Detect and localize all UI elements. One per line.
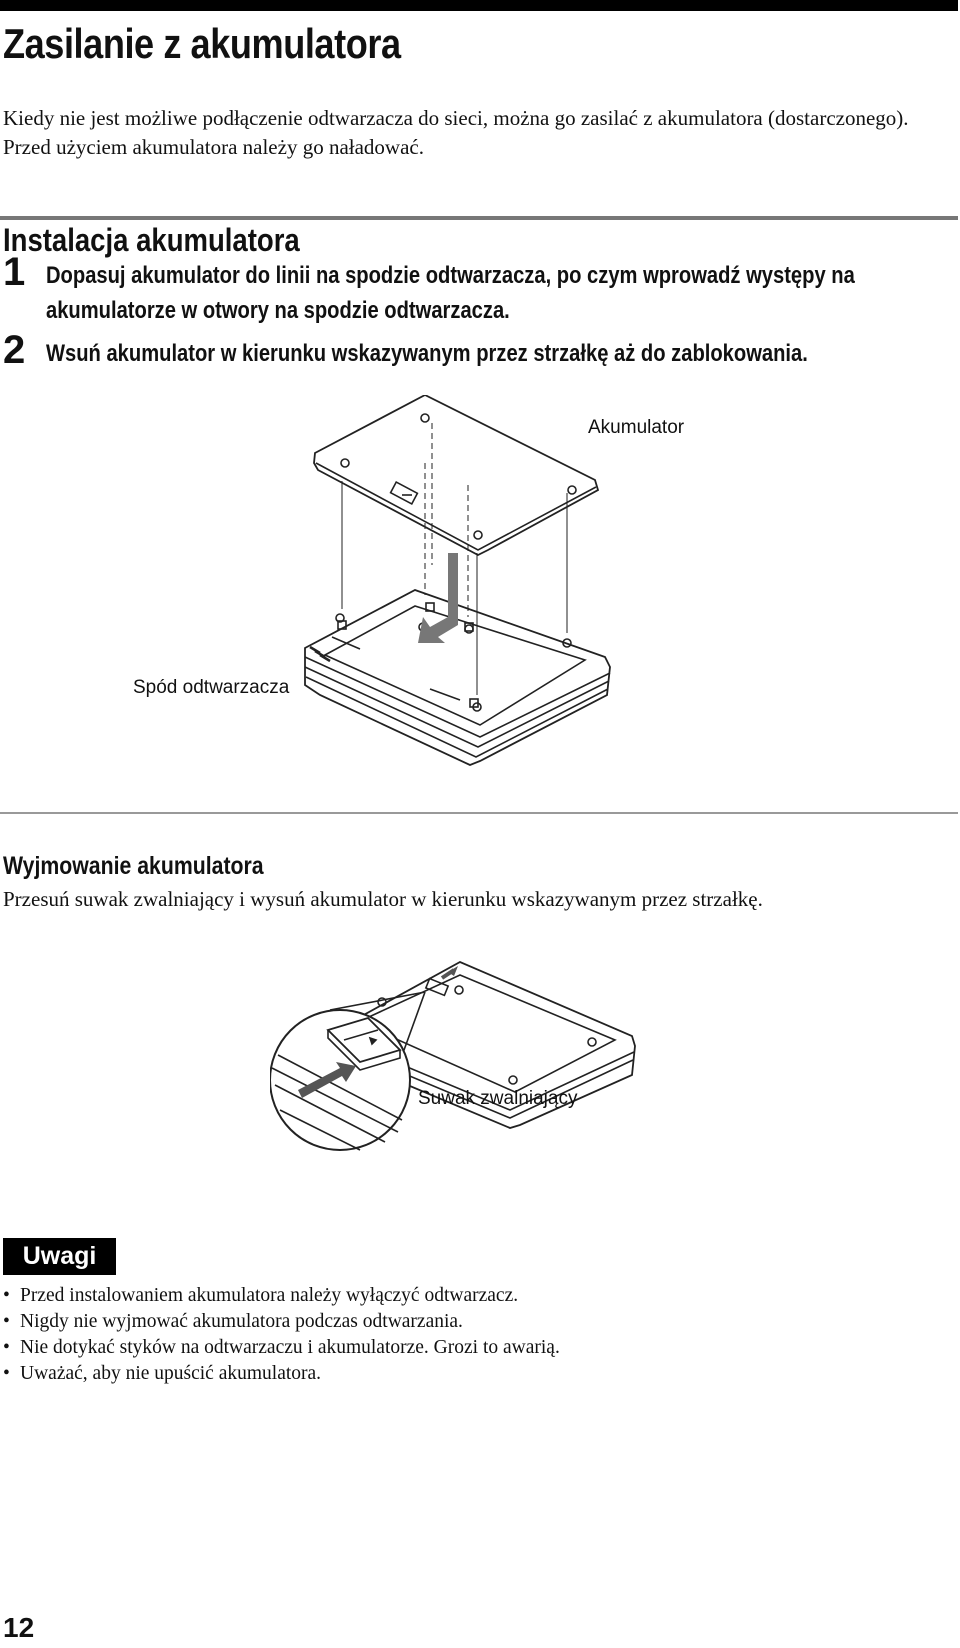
label-release-slider: Suwak zwalniający	[418, 1088, 578, 1109]
intro-text: Kiedy nie jest możliwe podłączenie odtwa…	[3, 104, 953, 162]
list-item: • Nie dotykać styków na odtwarzaczu i aku…	[3, 1335, 953, 1361]
bullet-icon: •	[3, 1337, 10, 1358]
section-title-install: Instalacja akumulatora	[3, 222, 300, 258]
top-rule	[0, 0, 958, 11]
page-number: 12	[3, 1612, 35, 1643]
step-text: Dopasuj akumulator do linii na spodzie o…	[46, 262, 855, 324]
list-item: • Uważać, aby nie upuścić akumulatora.	[3, 1361, 953, 1387]
player-body	[337, 960, 636, 1129]
section-rule	[0, 216, 958, 220]
step-text: Wsuń akumulator w kierunku wskazywanym p…	[46, 340, 808, 367]
bullet-icon: •	[3, 1311, 10, 1332]
intro-paragraph: Kiedy nie jest możliwe podłączenie odtwa…	[3, 106, 909, 130]
zoom-circle	[269, 991, 426, 1151]
figure-battery-install: Akumulator Spód odtwarzacza	[120, 393, 840, 795]
notes-list: • Przed instalowaniem akumulatora należy …	[3, 1283, 953, 1387]
notes-badge: Uwagi	[3, 1238, 116, 1275]
note-text: Uważać, aby nie upuścić akumulatora.	[20, 1363, 322, 1384]
player-body	[304, 589, 611, 766]
list-item: • Nigdy nie wyjmować akumulatora podczas …	[3, 1309, 953, 1335]
battery-pack	[313, 393, 600, 557]
removal-text: Przesuń suwak zwalniający i wysuń akumul…	[3, 887, 763, 911]
section-title-removal: Wyjmowanie akumulatora	[3, 852, 264, 880]
figure-battery-removal: Suwak zwalniający	[269, 920, 700, 1210]
intro-paragraph: Przed użyciem akumulatora należy go nała…	[3, 135, 424, 159]
list-item: • Przed instalowaniem akumulatora należy …	[3, 1283, 953, 1309]
label-player-bottom: Spód odtwarzacza	[133, 677, 290, 698]
step-number: 2	[3, 328, 26, 372]
section-rule	[0, 812, 958, 814]
label-battery: Akumulator	[588, 417, 685, 438]
bullet-icon: •	[3, 1363, 10, 1384]
note-text: Nigdy nie wyjmować akumulatora podczas o…	[20, 1311, 463, 1332]
battery-removal-illustration	[269, 960, 636, 1151]
page-title: Zasilanie z akumulatora	[3, 20, 401, 67]
battery-install-illustration	[304, 393, 611, 766]
bullet-icon: •	[3, 1285, 10, 1306]
note-text: Nie dotykać styków na odtwarzaczu i akum…	[20, 1337, 560, 1358]
step-number: 1	[3, 250, 26, 294]
note-text: Przed instalowaniem akumulatora należy w…	[20, 1285, 519, 1306]
